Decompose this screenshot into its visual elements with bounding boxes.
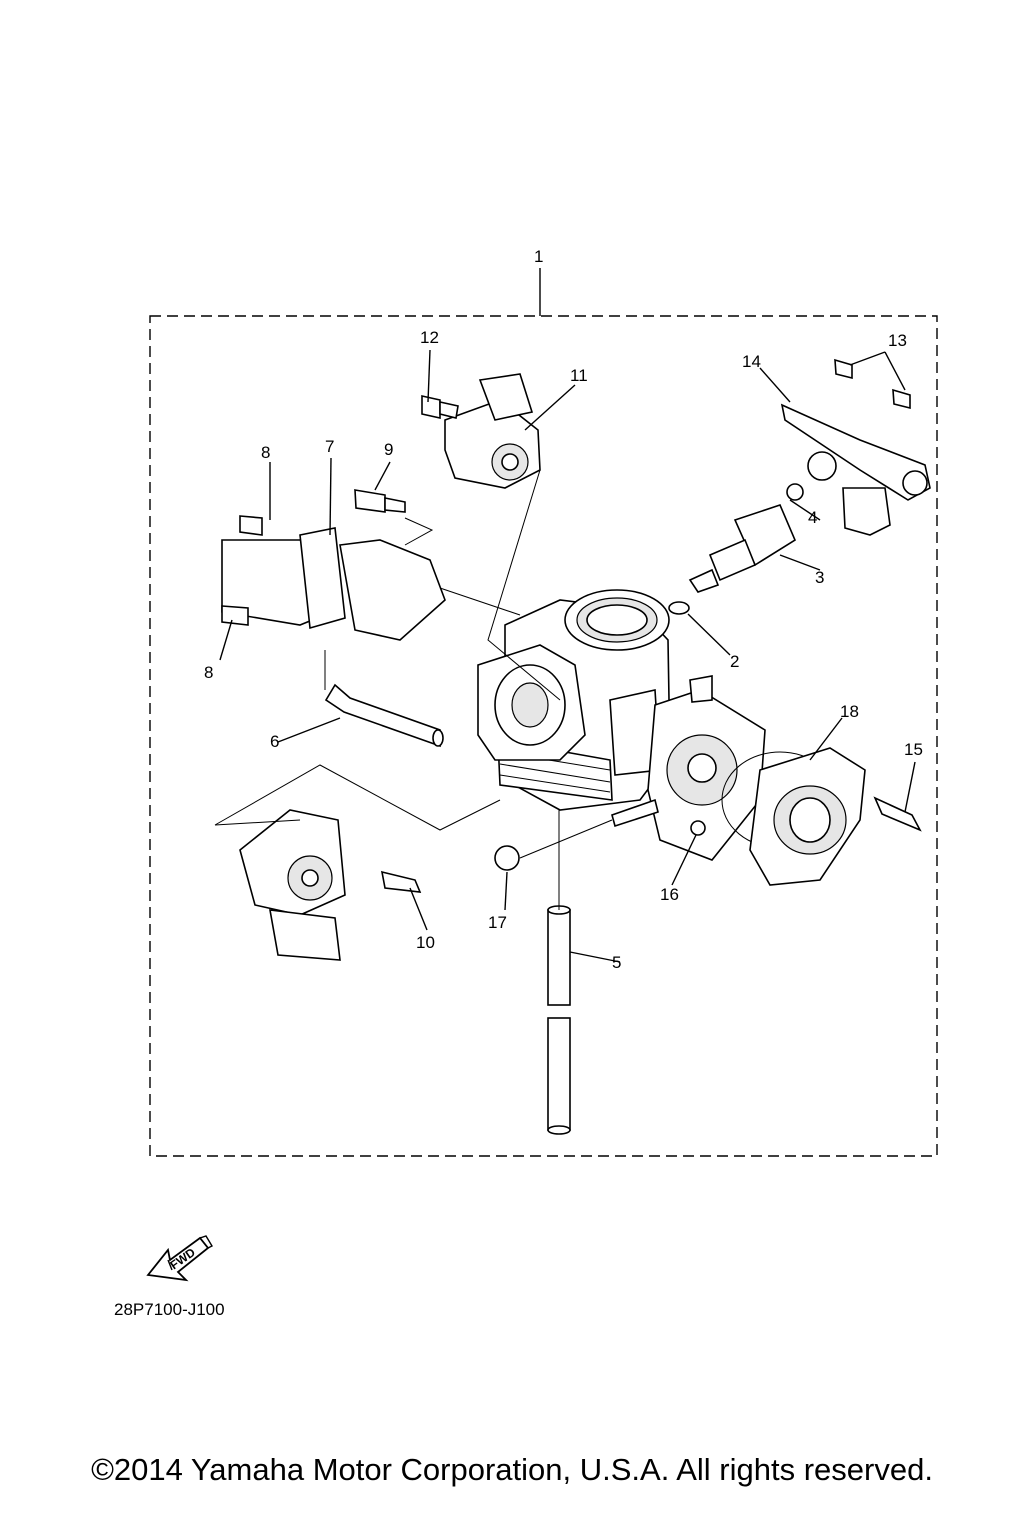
- callout-2: 2: [730, 652, 739, 671]
- callout-5: 5: [612, 953, 621, 972]
- throttle-body: [477, 589, 671, 811]
- lower-sensor-assembly: [239, 809, 422, 961]
- callout-1: 1: [534, 247, 543, 266]
- callout-14: 14: [742, 352, 761, 371]
- callout-7: 7: [325, 437, 334, 456]
- callout-8-bottom: 8: [204, 663, 213, 682]
- callout-labels: 1 12 11 14 13 8 7 9 4 3 2 8 18 6 15 16 1…: [204, 247, 923, 972]
- callout-13: 13: [888, 331, 907, 350]
- callout-6: 6: [270, 732, 279, 751]
- assembly-boundary: [149, 315, 938, 1157]
- callout-12: 12: [420, 328, 439, 347]
- diagram-code: 28P7100-J100: [114, 1300, 225, 1319]
- callout-9: 9: [384, 440, 393, 459]
- callout-10: 10: [416, 933, 435, 952]
- callout-4: 4: [808, 508, 817, 527]
- callout-11: 11: [570, 366, 588, 385]
- callout-18: 18: [840, 702, 859, 721]
- left-sensor-assembly: [221, 489, 446, 641]
- fwd-arrow-icon: FWD: [146, 1235, 213, 1282]
- fuel-rail-assembly: [668, 358, 931, 615]
- callout-3: 3: [815, 568, 824, 587]
- throttle-sensor-top: [421, 373, 541, 489]
- vacuum-hose: [324, 683, 444, 748]
- callout-15: 15: [904, 740, 923, 759]
- copyright-notice: ©2014 Yamaha Motor Corporation, U.S.A. A…: [91, 1452, 933, 1487]
- callout-8-top: 8: [261, 443, 270, 462]
- idle-cover-assembly: [611, 675, 866, 886]
- callout-16: 16: [660, 885, 679, 904]
- leader-lines: [214, 349, 916, 963]
- callout-17: 17: [488, 913, 507, 932]
